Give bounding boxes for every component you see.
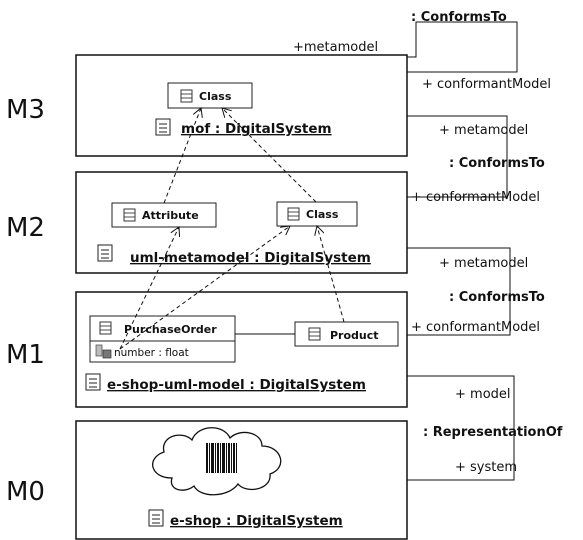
class-icon [123,208,136,222]
class-label: Product [330,329,379,342]
top-role-conformant: + conformantModel [422,77,551,92]
class-label: PurchaseOrder [124,323,217,336]
system-label: e-shop-uml-model : DigitalSystem [107,377,366,393]
class-icon [287,207,300,221]
m1-m0-role-model: + model [455,387,511,402]
m1-product-node[interactable]: Product [294,321,399,347]
attribute-instanceof-class-m3 [163,108,201,204]
m1-m0-association-name: : RepresentationOf [423,425,563,440]
m3-m2-role-metamodel: + metamodel [439,123,528,138]
system-label: uml-metamodel : DigitalSystem [130,250,371,266]
m2-m1-role-conformant: + conformantModel [411,320,540,335]
m2-class-node[interactable]: Class [276,201,358,227]
m2-m1-conformsto-connector [407,247,511,336]
system-label: mof : DigitalSystem [181,121,332,137]
class-label: Class [306,208,339,221]
digital-system-icon [148,509,164,527]
digital-system-icon [85,373,101,391]
m3-class-node[interactable]: Class [167,82,253,109]
top-association-name: : ConformsTo [411,10,507,25]
m2-attribute-node[interactable]: Attribute [111,202,217,228]
attribute-icon [95,344,112,359]
cloud-icon [152,427,282,496]
top-conformsto-connector [407,21,518,73]
class-icon [180,89,193,103]
m0-system-name: e-shop : DigitalSystem [148,509,343,529]
m1-m0-representationof-connector [407,375,515,481]
level-label-m2: M2 [6,213,45,243]
digital-system-icon [155,118,171,136]
class-icon [308,327,321,341]
m2-m1-role-metamodel: + metamodel [439,256,528,271]
m1-purchase-order-node[interactable]: PurchaseOrder number : float [89,315,236,363]
class-instanceof-class-m3 [222,108,317,203]
attr-instanceof-attribute [119,227,179,350]
m3-system-name: mof : DigitalSystem [155,118,332,137]
class-icon [99,321,112,335]
m2-system-name: uml-metamodel : DigitalSystem [97,244,371,266]
m3-m2-role-conformant: + conformantModel [411,190,540,205]
m3-m2-association-name: : ConformsTo [449,156,545,171]
top-role-metamodel: +metamodel [293,40,378,55]
level-label-m0: M0 [6,477,45,507]
digital-system-icon [97,244,113,262]
level-label-m3: M3 [6,95,45,125]
system-label: e-shop : DigitalSystem [170,513,343,529]
m1-system-name: e-shop-uml-model : DigitalSystem [85,373,366,393]
class-label: Attribute [142,209,199,222]
attribute-label: number : float [114,347,189,359]
class-label: Class [199,90,232,103]
level-label-m1: M1 [6,340,45,370]
barcode-icon [206,443,237,473]
m1-m0-role-system: + system [455,460,517,475]
product-instanceof-class [317,226,345,323]
m2-m1-association-name: : ConformsTo [449,290,545,305]
m3-m2-conformsto-connector [407,115,508,198]
